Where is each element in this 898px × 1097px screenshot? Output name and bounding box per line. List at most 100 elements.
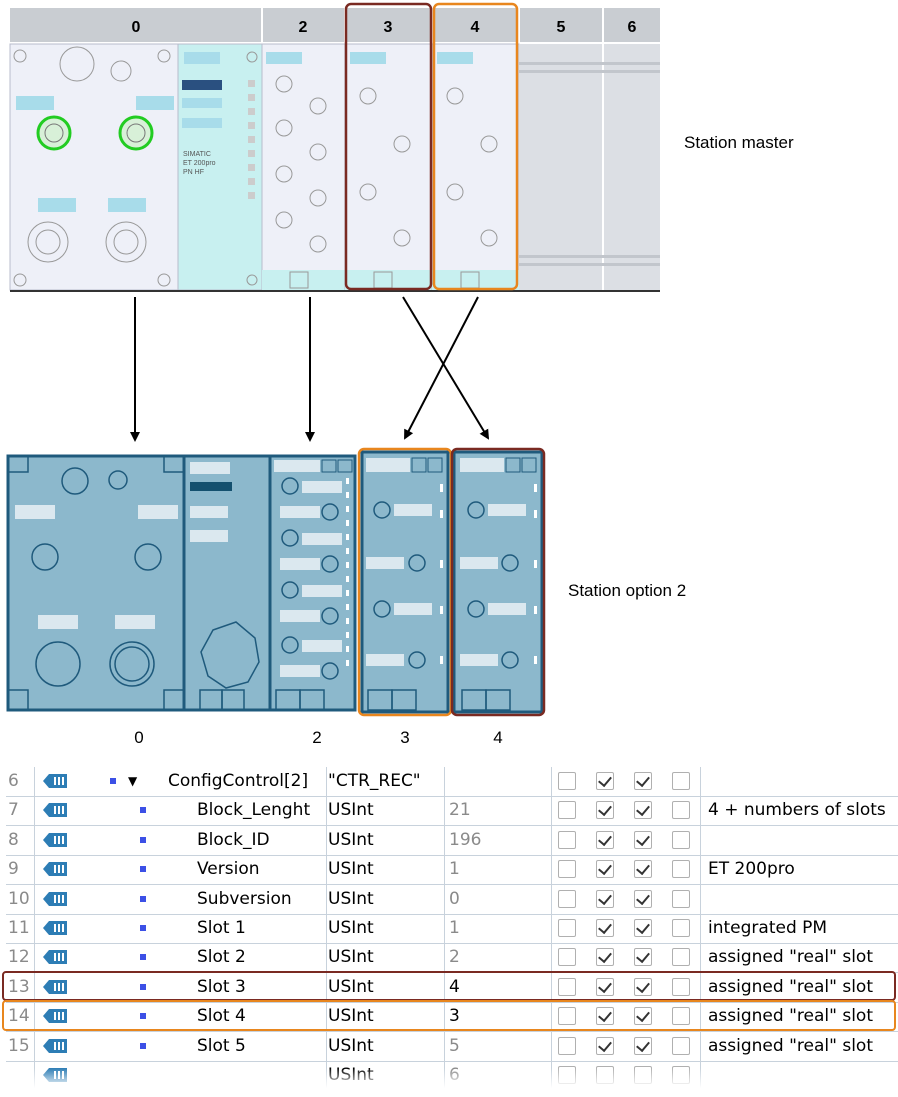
member-name: Block_Lenght	[197, 800, 311, 821]
top-slot-header: 6	[628, 19, 637, 36]
tag-icon	[43, 862, 67, 877]
checked-checkbox[interactable]	[596, 801, 614, 820]
member-name: Subversion	[197, 888, 292, 909]
start-value[interactable]: 3	[449, 1006, 460, 1027]
top-slot-header: 2	[299, 19, 308, 36]
unchecked-checkbox[interactable]	[558, 1036, 576, 1055]
comment[interactable]: assigned "real" slot	[708, 1006, 873, 1027]
table-row[interactable]: 7 Block_Lenght USInt 21 4 + numbers of slots	[6, 796, 898, 827]
data-type: USInt	[328, 888, 374, 909]
unchecked-checkbox[interactable]	[672, 919, 690, 937]
data-type: USInt	[328, 859, 374, 880]
row-number: 9	[8, 859, 19, 880]
checked-checkbox[interactable]	[634, 801, 652, 820]
start-value[interactable]: 196	[449, 829, 482, 850]
unchecked-checkbox[interactable]	[558, 948, 576, 967]
checked-checkbox[interactable]	[634, 948, 652, 967]
unchecked-checkbox[interactable]	[558, 772, 576, 790]
data-type: USInt	[328, 1035, 374, 1056]
start-value[interactable]: 4	[449, 976, 460, 997]
checked-checkbox[interactable]	[596, 1036, 614, 1055]
bottom-slot-label: 0	[134, 728, 143, 747]
slot3-row-highlight	[2, 970, 896, 1002]
member-bullet-icon	[140, 836, 146, 843]
unchecked-checkbox[interactable]	[672, 772, 690, 790]
start-value[interactable]: 0	[449, 888, 460, 909]
mapping-arrows	[130, 296, 490, 442]
checked-checkbox[interactable]	[596, 889, 614, 908]
unchecked-checkbox[interactable]	[558, 801, 576, 820]
checked-checkbox[interactable]	[634, 919, 652, 937]
unchecked-checkbox[interactable]	[558, 830, 576, 849]
row-number: 13	[8, 976, 30, 997]
unchecked-checkbox[interactable]	[558, 860, 576, 879]
slot4-row-highlight	[2, 1000, 896, 1031]
checked-checkbox[interactable]	[596, 860, 614, 879]
tag-icon	[43, 979, 67, 994]
checked-checkbox[interactable]	[596, 830, 614, 849]
unchecked-checkbox[interactable]	[558, 919, 576, 937]
comment[interactable]: integrated PM	[708, 918, 828, 938]
bottom-slot-label: 2	[312, 728, 321, 747]
member-bullet-icon	[140, 983, 146, 990]
member-name: Block_ID	[197, 829, 270, 850]
unchecked-checkbox[interactable]	[558, 977, 576, 996]
unchecked-checkbox[interactable]	[672, 801, 690, 820]
row-number: 8	[8, 829, 19, 850]
checked-checkbox[interactable]	[634, 1036, 652, 1055]
unchecked-checkbox[interactable]	[672, 948, 690, 967]
checked-checkbox[interactable]	[634, 977, 652, 996]
start-value[interactable]: 1	[449, 859, 460, 880]
checked-checkbox[interactable]	[596, 772, 614, 790]
unchecked-checkbox[interactable]	[558, 1007, 576, 1026]
data-type: USInt	[328, 1006, 374, 1027]
comment[interactable]: assigned "real" slot	[708, 947, 873, 968]
member-bullet-icon	[140, 866, 146, 873]
row-number: 12	[8, 947, 30, 968]
module-text: SIMATIC	[183, 151, 211, 158]
checked-checkbox[interactable]	[596, 1007, 614, 1026]
checked-checkbox[interactable]	[596, 948, 614, 967]
checked-checkbox[interactable]	[634, 772, 652, 790]
checked-checkbox[interactable]	[634, 860, 652, 879]
checked-checkbox[interactable]	[596, 919, 614, 937]
slot-mapping-diagram: 0 2 3 4 5 6 SIMATIC ET 200pro PN HF	[6, 2, 794, 747]
unchecked-checkbox[interactable]	[672, 860, 690, 879]
checked-checkbox[interactable]	[634, 830, 652, 849]
collapse-triangle-icon[interactable]: ▼	[128, 774, 138, 788]
start-value[interactable]: 5	[449, 1035, 460, 1056]
unchecked-checkbox[interactable]	[672, 889, 690, 908]
comment[interactable]: ET 200pro	[708, 859, 795, 880]
checked-checkbox[interactable]	[634, 1007, 652, 1026]
unchecked-checkbox[interactable]	[672, 1007, 690, 1026]
start-value[interactable]: 1	[449, 918, 460, 938]
tag-icon	[43, 1009, 67, 1024]
row-number: 7	[8, 800, 19, 821]
start-value[interactable]: 21	[449, 800, 471, 821]
column-separator	[34, 767, 35, 1090]
unchecked-checkbox[interactable]	[558, 889, 576, 908]
comment[interactable]: 4 + numbers of slots	[708, 800, 886, 821]
unchecked-checkbox[interactable]	[672, 1036, 690, 1055]
comment[interactable]: assigned "real" slot	[708, 1035, 873, 1056]
tag-icon	[43, 950, 67, 965]
station-master-rack: 0 2 3 4 5 6 SIMATIC ET 200pro PN HF	[9, 2, 660, 292]
checked-checkbox[interactable]	[596, 977, 614, 996]
tag-icon	[43, 832, 67, 847]
unchecked-checkbox[interactable]	[672, 977, 690, 996]
comment[interactable]: assigned "real" slot	[708, 976, 873, 997]
unchecked-checkbox[interactable]	[672, 830, 690, 849]
table-row[interactable]: 6▼ConfigControl[2]"CTR_REC"	[6, 767, 898, 797]
checked-checkbox[interactable]	[634, 889, 652, 908]
start-value[interactable]: 2	[449, 947, 460, 968]
data-type: USInt	[328, 918, 374, 938]
data-type: USInt	[328, 800, 374, 821]
